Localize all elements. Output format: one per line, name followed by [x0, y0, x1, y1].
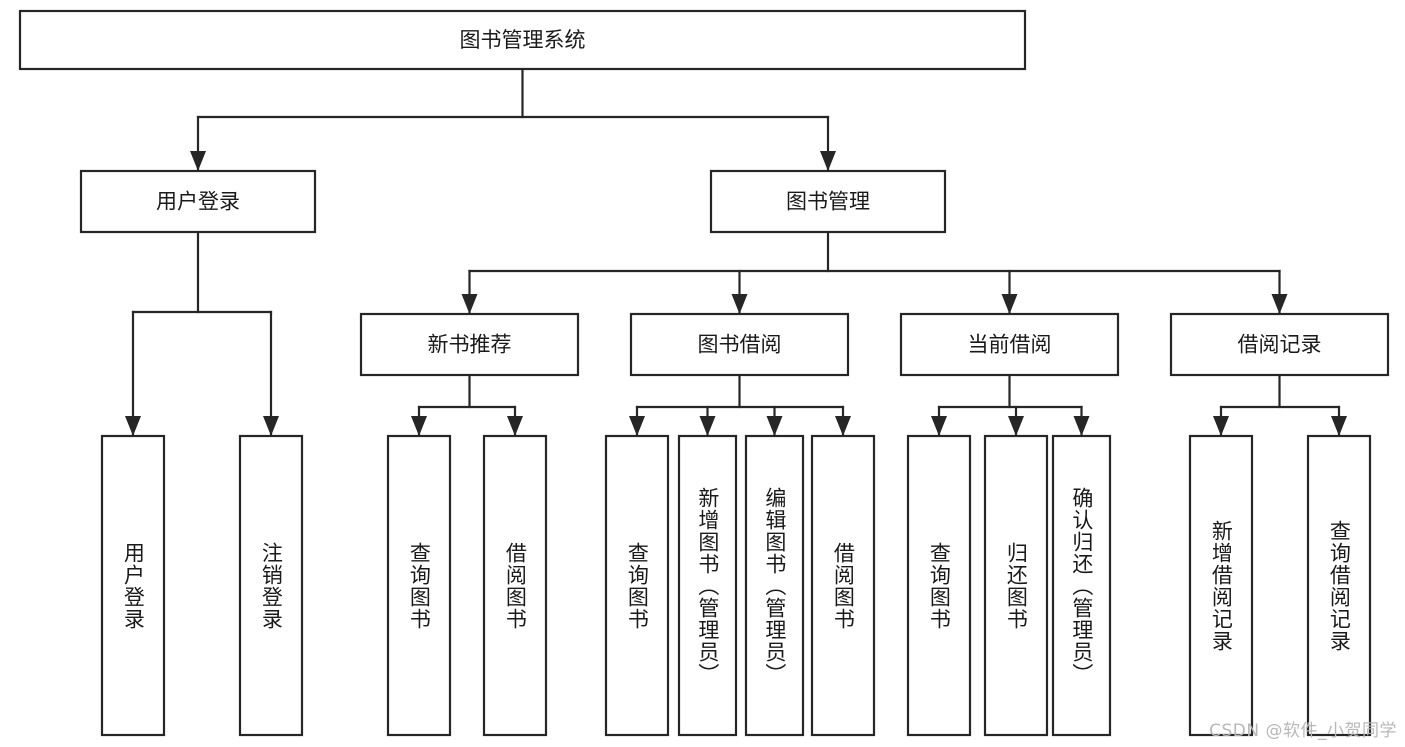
node-label-borrow-record: 借阅记录 [1238, 333, 1322, 357]
node-box-current-borrow[interactable] [899, 312, 1120, 377]
node-box-user-login-logout[interactable] [238, 434, 304, 737]
diagram.level1.1-arrow-0 [461, 294, 478, 314]
csdn-watermark: CSDN @软件_小贺同学 [1209, 721, 1397, 741]
node-label-book-manage: 图书管理 [786, 190, 870, 214]
node-box-user-login-login[interactable] [100, 434, 166, 737]
node-box-br-add-record[interactable] [1188, 434, 1254, 737]
node-box-cb-query-book[interactable] [906, 434, 972, 737]
node-label-current-borrow: 当前借阅 [968, 333, 1052, 357]
node-box-book-borrow[interactable] [629, 312, 850, 377]
diagram.level1.1.children.0-arrow-1 [507, 416, 523, 436]
node-box-bb-query-book[interactable] [604, 434, 670, 737]
diagram.level1.1-arrow-1 [731, 294, 748, 314]
node-box-book-manage[interactable] [709, 169, 947, 234]
node-box-borrow-record[interactable] [1169, 312, 1390, 377]
diagram.level1.0-arrow-0 [125, 416, 141, 436]
node-label-user-login: 用户登录 [156, 190, 240, 214]
node-box-new-book-recommend[interactable] [359, 312, 580, 377]
node-box-cb-return-book[interactable] [983, 434, 1049, 737]
diagram.level1.1-arrow-3 [1271, 294, 1288, 314]
node-box-bb-add-book[interactable] [677, 434, 738, 737]
node-box-bb-edit-book[interactable] [744, 434, 805, 737]
node-label-root: 图书管理系统 [460, 28, 586, 52]
node-box-nbr-query-book[interactable] [386, 434, 452, 737]
node-label-book-borrow: 图书借阅 [698, 333, 782, 357]
node-box-br-query-record[interactable] [1306, 434, 1372, 737]
diagram.level1.1.children.2-arrow-2 [1073, 416, 1090, 436]
diagram.level1.1.children.1-arrow-0 [629, 416, 645, 436]
node-box-nbr-borrow-book[interactable] [482, 434, 548, 737]
diagram.level1.1.children.2-arrow-0 [931, 416, 947, 436]
node-label-new-book-recommend: 新书推荐 [428, 333, 512, 357]
diagram.level1.1.children.3-arrow-0 [1213, 416, 1229, 436]
diagram.level1.0-arrow-1 [263, 416, 279, 436]
diagram.level1.1.children.1-arrow-2 [766, 416, 783, 436]
node-box-bb-borrow-book[interactable] [810, 434, 876, 737]
connectors-layer [125, 67, 1347, 437]
diagram.level1.1-arrow-2 [1001, 294, 1018, 314]
diagram.level1.1.children.3-arrow-1 [1331, 416, 1347, 436]
diagram.level1.1.children.1-arrow-3 [835, 416, 851, 436]
root-arrow-1 [820, 151, 836, 171]
node-box-root[interactable] [18, 9, 1027, 71]
diagram.level1.1.children.2-arrow-1 [1008, 416, 1024, 436]
diagram.level1.1.children.1-arrow-1 [699, 416, 716, 436]
node-box-user-login[interactable] [79, 169, 317, 234]
diagram.level1.1.children.0-arrow-0 [411, 416, 427, 436]
root-arrow-0 [190, 151, 206, 171]
node-box-cb-confirm-return[interactable] [1051, 434, 1112, 737]
